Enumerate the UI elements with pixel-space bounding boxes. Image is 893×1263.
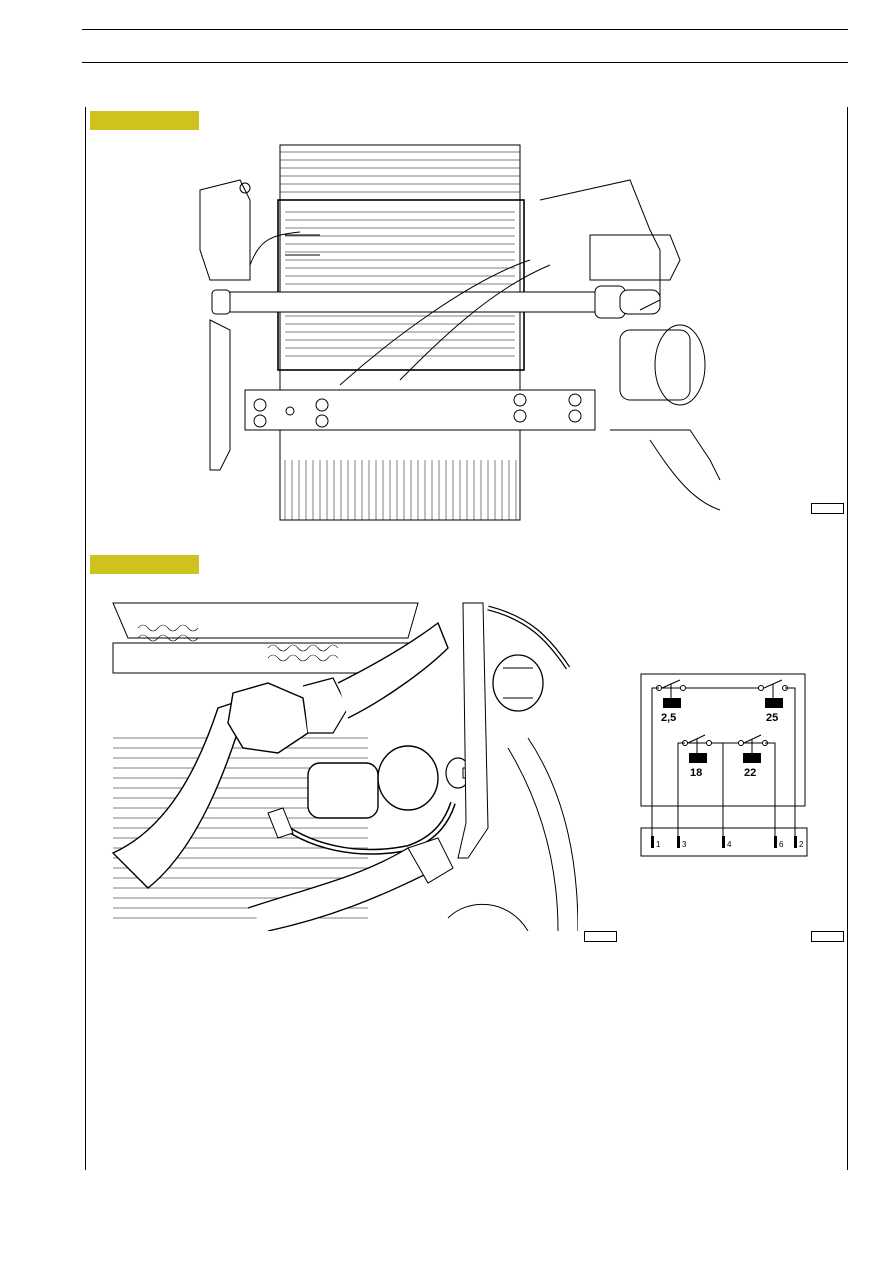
terminal-label-6: 6 [779,840,784,849]
figure-2-illustration [111,602,578,931]
switch-label-22: 22 [744,767,756,779]
terminal-label-4: 4 [727,840,732,849]
terminal-label-2: 2 [799,840,804,849]
page-border-right [847,107,848,1170]
terminal-label-1: 1 [656,840,661,849]
figure-1-tag [90,111,199,130]
switch-label-25: 25 [766,712,778,724]
header-rule-bottom [82,62,848,63]
figure-2-tag [90,555,199,574]
switch-label-2-5: 2,5 [661,712,676,724]
page-border-left [85,107,86,1170]
figure-3-ref-box [811,931,844,942]
schematic-terminal-block [640,827,808,857]
figure-1-illustration [199,144,721,521]
figure-1-ref-box [811,503,844,514]
pressure-switch-schematic: 2,5 25 18 22 1 3 4 6 2 [640,673,808,857]
switch-label-18: 18 [690,767,702,779]
figure-2-ref-box [584,931,617,942]
header-rule-top [82,29,848,30]
terminal-label-3: 3 [682,840,687,849]
